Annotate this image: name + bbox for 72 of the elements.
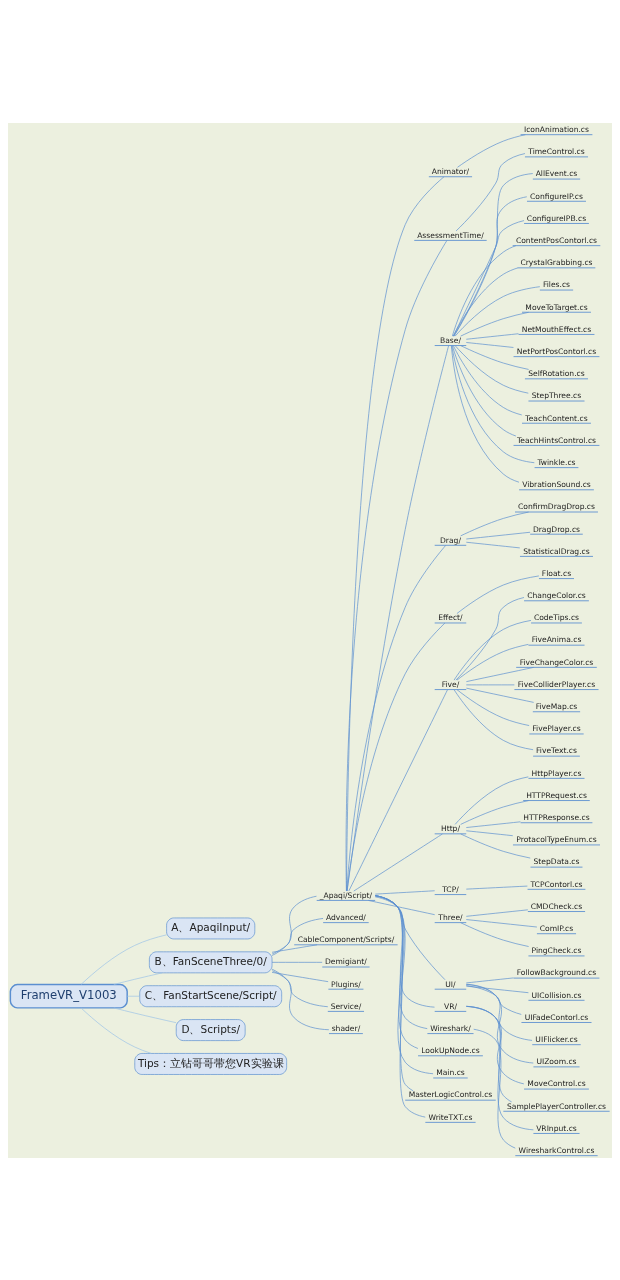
connector bbox=[452, 344, 523, 415]
node-box: B、FanSceneThree/0/ bbox=[149, 950, 273, 973]
connector bbox=[454, 285, 541, 336]
connector bbox=[374, 894, 426, 1117]
connector bbox=[454, 344, 529, 394]
connector bbox=[466, 666, 534, 682]
node-box: A、ApaqiInput/ bbox=[166, 917, 256, 939]
connector bbox=[271, 971, 329, 982]
connector bbox=[456, 643, 529, 680]
connector bbox=[465, 341, 514, 348]
connector bbox=[113, 1007, 177, 1023]
connector bbox=[126, 995, 140, 997]
connector bbox=[465, 684, 515, 685]
node-box: FrameVR_V1003 bbox=[9, 983, 128, 1009]
connector bbox=[460, 344, 529, 370]
connector bbox=[453, 619, 532, 680]
connector bbox=[451, 344, 535, 463]
connector bbox=[348, 688, 448, 891]
connector bbox=[271, 969, 329, 1007]
connector bbox=[465, 885, 528, 889]
connector bbox=[465, 541, 521, 548]
connector bbox=[271, 943, 318, 953]
connector bbox=[460, 511, 529, 536]
connector bbox=[465, 983, 534, 1063]
node-box: C、FanStartScene/Script/ bbox=[139, 984, 283, 1007]
connector bbox=[374, 895, 446, 980]
connector bbox=[346, 544, 447, 891]
connector bbox=[465, 820, 521, 828]
connector bbox=[465, 531, 531, 539]
node-box: Tips：立钻哥哥带您VR实验课 bbox=[134, 1052, 287, 1075]
connector bbox=[271, 961, 323, 963]
connector bbox=[271, 968, 330, 1030]
connector bbox=[452, 219, 525, 337]
connector bbox=[460, 833, 531, 858]
node-box: D、Scripts/ bbox=[175, 1018, 246, 1041]
connector bbox=[368, 899, 436, 915]
connector bbox=[453, 195, 528, 336]
connector bbox=[271, 895, 317, 956]
connector bbox=[346, 622, 446, 891]
connector bbox=[374, 889, 435, 894]
connector bbox=[465, 908, 529, 917]
connector bbox=[453, 688, 534, 750]
connector bbox=[346, 344, 449, 891]
connector bbox=[465, 332, 519, 340]
connector bbox=[465, 985, 529, 993]
connector bbox=[465, 977, 514, 983]
connector bbox=[453, 172, 534, 337]
connector bbox=[455, 596, 525, 680]
connector bbox=[353, 833, 443, 891]
connector bbox=[460, 921, 529, 947]
connector bbox=[465, 983, 533, 1041]
connector bbox=[80, 934, 167, 985]
connector bbox=[460, 311, 529, 336]
connector bbox=[452, 344, 517, 436]
connector bbox=[456, 688, 530, 726]
connector bbox=[473, 1028, 516, 1148]
connector bbox=[452, 244, 517, 336]
connector bbox=[451, 344, 520, 483]
connector bbox=[80, 1007, 152, 1054]
connector bbox=[465, 984, 522, 1015]
connector bbox=[455, 152, 526, 231]
connector bbox=[454, 776, 529, 825]
connector bbox=[452, 267, 519, 336]
connector bbox=[456, 575, 540, 614]
connector bbox=[466, 687, 534, 703]
connector bbox=[465, 918, 538, 927]
connector bbox=[465, 1005, 534, 1130]
connector bbox=[457, 133, 526, 168]
connector bbox=[113, 972, 163, 985]
connector bbox=[465, 829, 514, 836]
connector bbox=[460, 799, 529, 825]
connector bbox=[271, 917, 324, 954]
